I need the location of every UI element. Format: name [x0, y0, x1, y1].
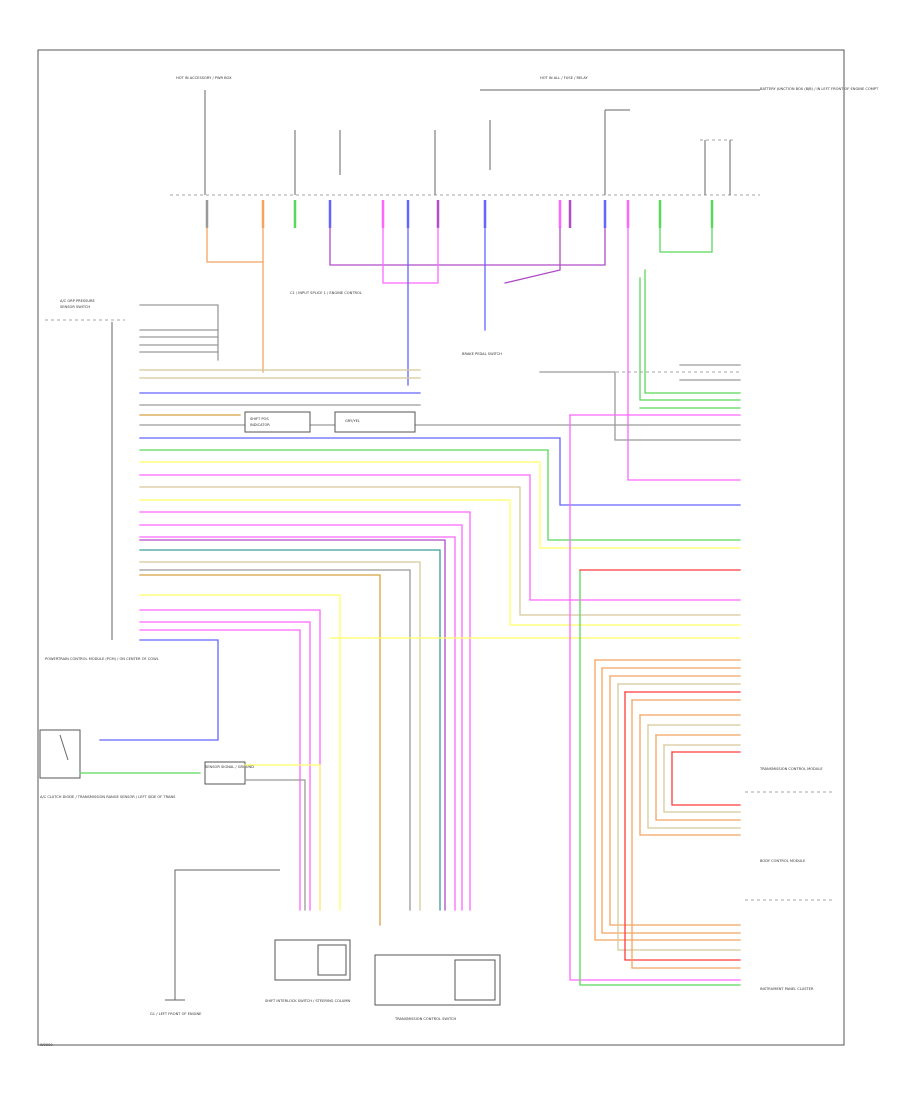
label-switch-lower-center: SHIFT INTERLOCK SWITCH / STEERING COLUMN [265, 999, 350, 1003]
diagram-id: W0000 [40, 1043, 53, 1047]
sensor-lower [204, 761, 321, 911]
label-left-lower: A/C CLUTCH DIODE / TRANSMISSION RANGE SE… [40, 795, 176, 799]
top-connectors [205, 200, 714, 228]
ground-lower-left [165, 869, 280, 1001]
top-wires [206, 227, 741, 481]
label-sensor-lower: SENSOR SIGNAL / GROUND [205, 765, 254, 769]
label-splice-note: C1 / INPUT SPLICE 1 / ENGINE CONTROL [290, 291, 362, 295]
label-top-right-box: BATTERY JUNCTION BOX (BJB) / IN LEFT FRO… [760, 87, 879, 91]
left-lower-component [39, 729, 201, 779]
trans-control-switch [374, 954, 501, 1006]
svg-text:A/C GRP PRESSURE: A/C GRP PRESSURE [60, 299, 96, 303]
label-module-left: POWERTRAIN CONTROL MODULE (PCM) / ON CEN… [45, 657, 159, 661]
label-top-left-fuse: HOT IN ACCESSORY / PWR BOX [176, 76, 232, 80]
label-right-module-3: INSTRUMENT PANEL CLUSTER [760, 987, 814, 991]
harness-wires [99, 304, 741, 926]
svg-text:GRY/YEL: GRY/YEL [345, 419, 360, 423]
label-right-module-1: TRANSMISSION CONTROL MODULE [759, 767, 823, 771]
label-top-center: HOT IN ALL / FUSE / RELAY [540, 76, 588, 80]
label-ground-lower-left: G1 / LEFT FRONT OF ENGINE [150, 1012, 202, 1016]
svg-text:SHIFT POS: SHIFT POS [250, 417, 269, 421]
diagram-frame [37, 49, 845, 1046]
shift-interlock-switch [274, 939, 351, 981]
splice-block: SHIFT POS INDICATOR GRY/YEL [244, 371, 741, 441]
pcm-connector: A/C GRP PRESSURE SENSOR SWITCH [45, 299, 125, 640]
label-sensor-block: BRAKE PEDAL SWITCH [462, 352, 502, 356]
right-pins [569, 364, 835, 986]
svg-text:INDICATOR: INDICATOR [250, 423, 270, 427]
label-trans-control: TRANSMISSION CONTROL SWITCH [394, 1017, 456, 1021]
top-bus [170, 89, 760, 196]
label-right-module-2: BODY CONTROL MODULE [760, 859, 806, 863]
svg-text:SENSOR SWITCH: SENSOR SWITCH [60, 305, 90, 309]
